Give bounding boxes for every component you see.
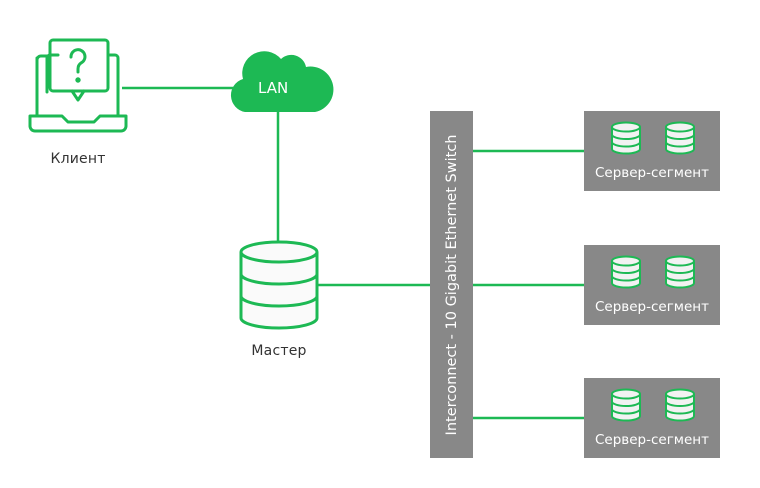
database-icon <box>665 255 695 289</box>
segment-databases <box>611 388 695 422</box>
master-label: Мастер <box>251 343 307 359</box>
segment-label: Сервер-сегмент <box>594 165 709 181</box>
database-icon <box>611 255 641 289</box>
master-database-icon <box>239 240 319 330</box>
database-icon <box>611 121 641 155</box>
server-segment: Сервер-сегмент <box>584 111 720 191</box>
segment-databases <box>611 121 695 155</box>
cloud-icon <box>230 51 334 112</box>
segment-label: Сервер-сегмент <box>594 299 709 315</box>
interconnect-switch: Interconnect - 10 Gigabit Ethernet Switc… <box>430 111 473 458</box>
server-segment: Сервер-сегмент <box>584 245 720 325</box>
database-icon <box>665 121 695 155</box>
server-segment: Сервер-сегмент <box>584 378 720 458</box>
laptop-question-icon <box>28 38 128 133</box>
lan-label: LAN <box>258 79 289 97</box>
client-label: Клиент <box>50 151 106 167</box>
database-icon <box>665 388 695 422</box>
switch-label: Interconnect - 10 Gigabit Ethernet Switc… <box>443 134 460 435</box>
segment-label: Сервер-сегмент <box>594 432 709 448</box>
segment-databases <box>611 255 695 289</box>
database-icon <box>611 388 641 422</box>
